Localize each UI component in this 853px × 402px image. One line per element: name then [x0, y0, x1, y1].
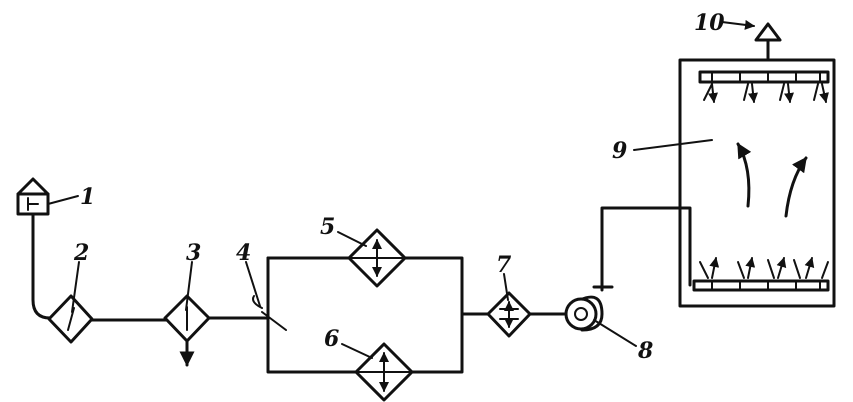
leader-8: [593, 319, 637, 347]
conditioner-icon: [486, 291, 532, 338]
flow-arrow-left: [736, 142, 752, 208]
label-7: 7: [496, 252, 512, 278]
leader-10: [721, 19, 755, 30]
flow-arrow-right: [784, 156, 808, 218]
label-1: 1: [80, 184, 95, 210]
pipe-loop-left: [266, 256, 364, 374]
pipe-loop-right: [403, 256, 464, 374]
label-4: 4: [236, 240, 251, 266]
leader-4: [245, 261, 261, 307]
splitter-mark: [252, 295, 287, 331]
label-8: 8: [637, 338, 653, 364]
label-3: 3: [186, 240, 201, 266]
leader-3: [185, 261, 193, 311]
label-2: 2: [73, 240, 89, 266]
label-5: 5: [320, 214, 335, 240]
leader-1: [47, 195, 79, 205]
leader-lines: [47, 19, 755, 359]
leader-7: [503, 273, 509, 301]
exhaust-icon: [754, 22, 782, 60]
label-6: 6: [324, 326, 339, 352]
leader-6: [341, 343, 373, 359]
labels: 1 2 3 4 5 6 7 8 9 10: [73, 10, 725, 364]
top-spray-manifold: [698, 70, 828, 102]
chamber: [678, 58, 836, 308]
heat-exchanger-bottom-icon: [354, 342, 414, 402]
bottom-spray-manifold: [692, 258, 830, 292]
pipe-intake: [31, 212, 52, 320]
separator-icon: [163, 294, 211, 367]
leader-2: [71, 261, 80, 313]
label-10: 10: [694, 10, 725, 36]
leader-9: [633, 139, 713, 151]
leader-5: [337, 231, 367, 247]
pipe-network: [31, 206, 692, 374]
filter-icon: [47, 294, 94, 344]
heat-exchanger-top-icon: [347, 228, 407, 288]
label-9: 9: [612, 138, 627, 164]
intake-hood-icon: [16, 177, 50, 216]
chamber-body: [678, 58, 836, 308]
fan-icon: [564, 285, 614, 332]
pipe-fan-outlet: [600, 206, 692, 292]
